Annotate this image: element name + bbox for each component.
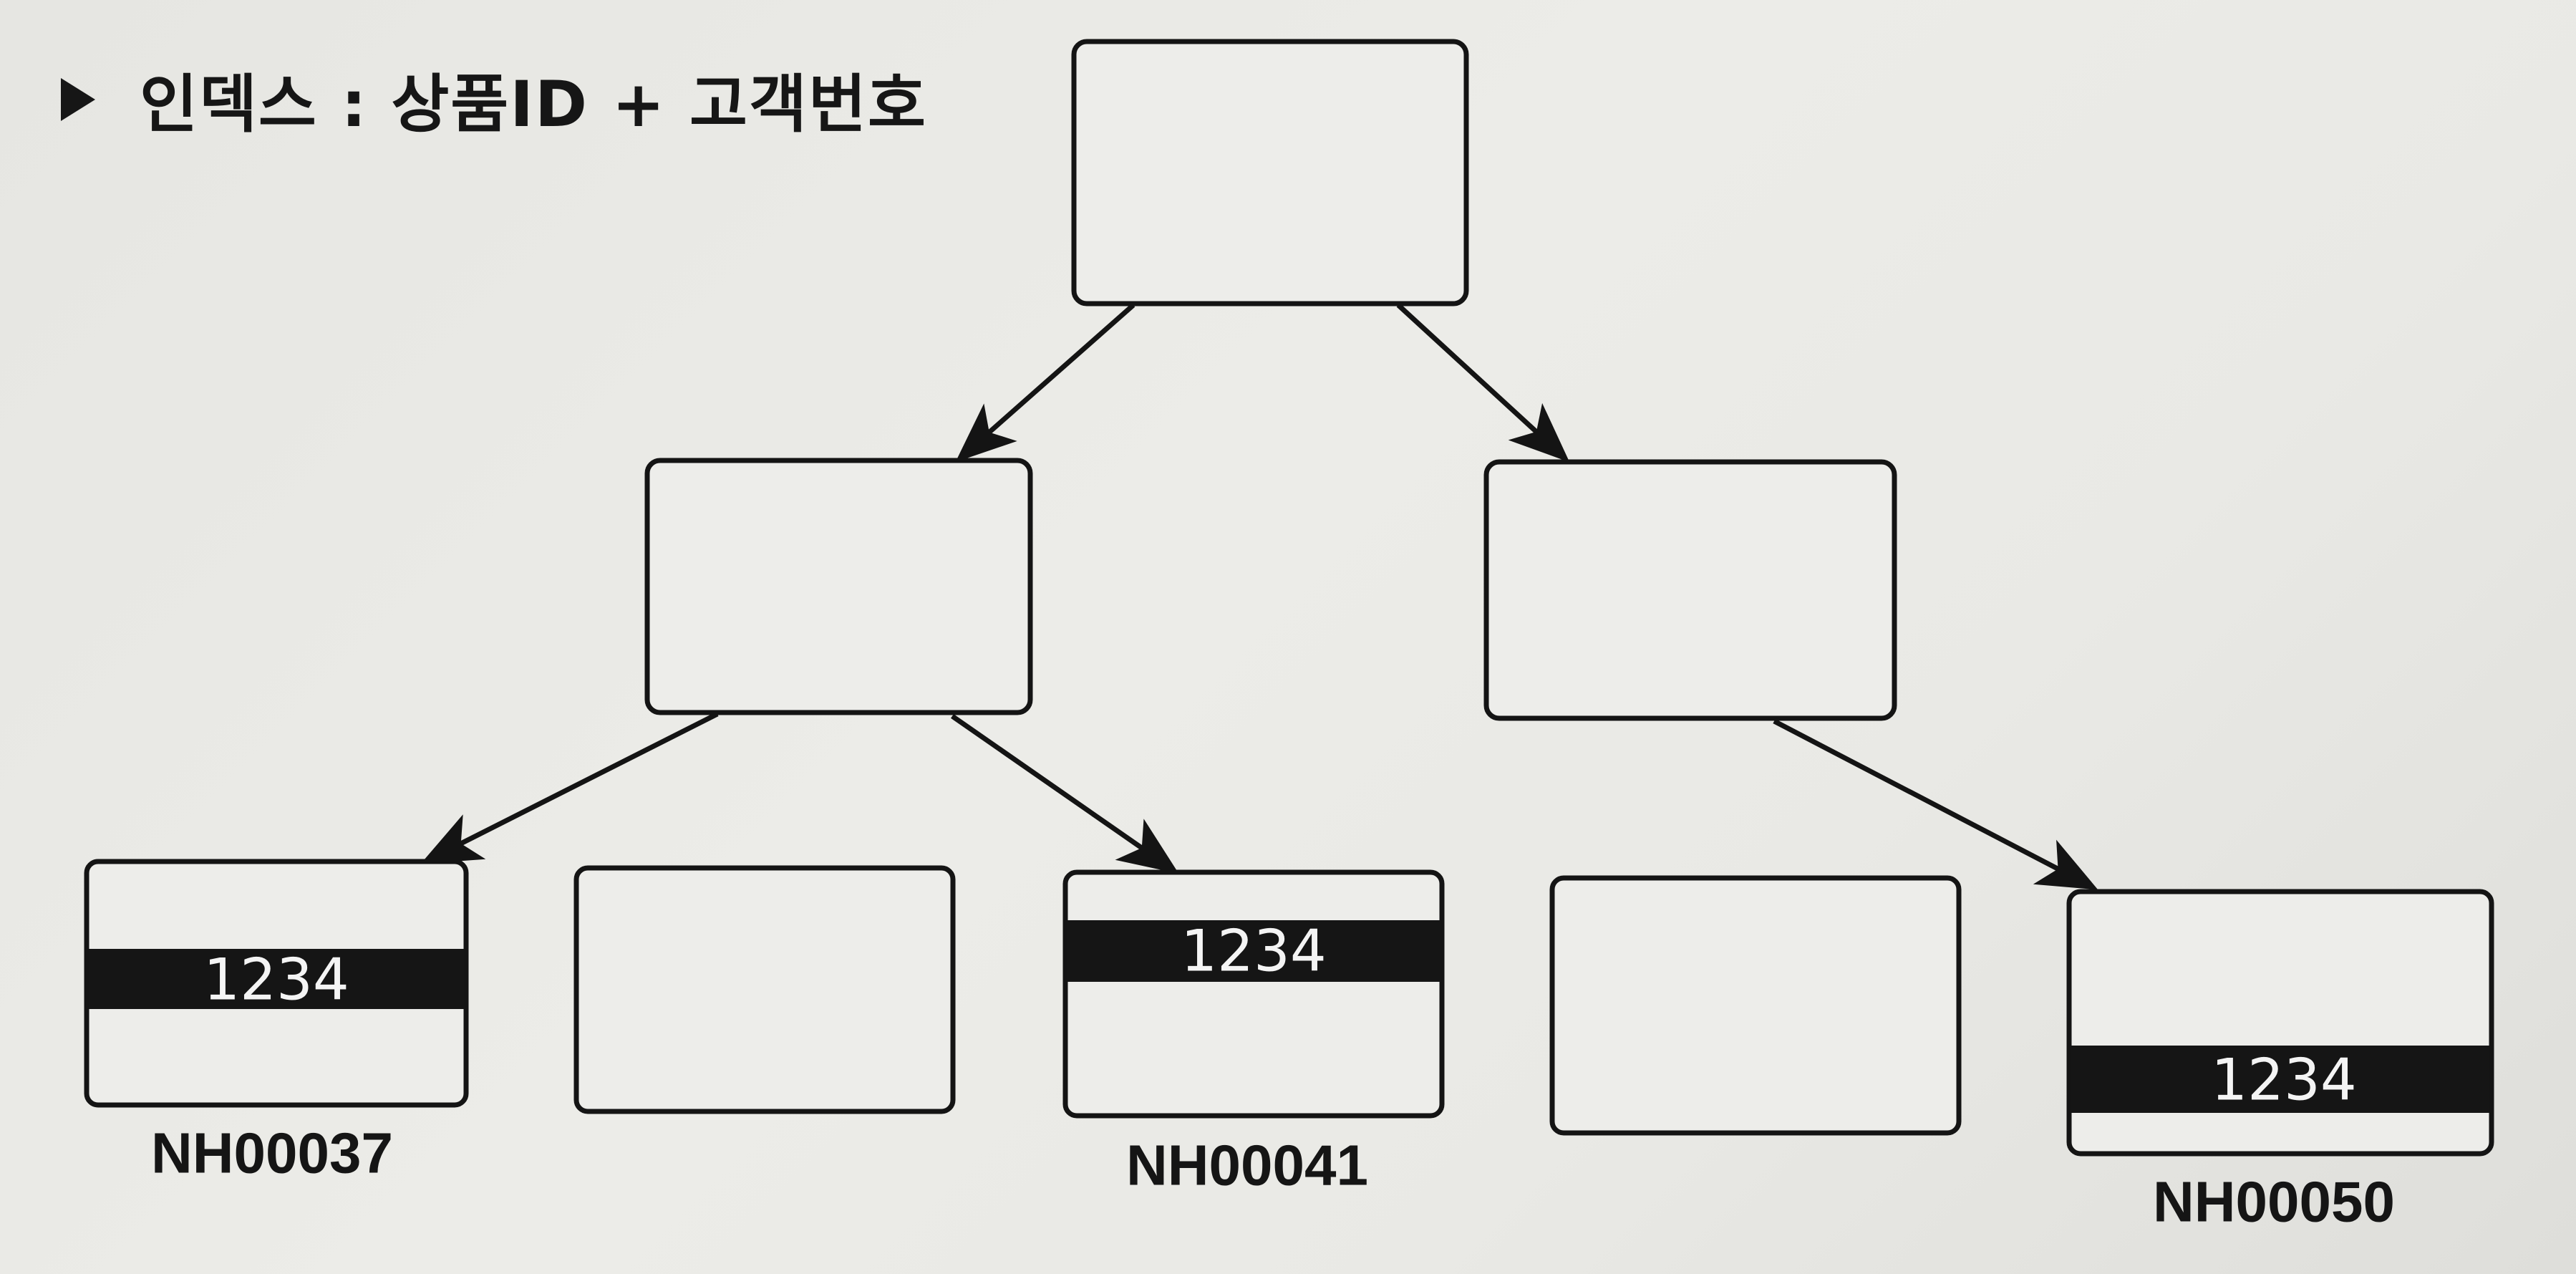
branch-node-right <box>1483 459 1897 721</box>
leaf-node-3-band <box>1067 920 1440 982</box>
heading-title: 인덱스 : 상품ID + 고객번호 <box>140 67 927 141</box>
heading: 인덱스 : 상품ID + 고객번호 <box>61 54 927 145</box>
leaf-node-3-label: NH00041 <box>1126 1134 1368 1197</box>
leaf-node-5-band <box>2071 1046 2489 1113</box>
leaf-node-5-band-text: 1234 <box>2211 1047 2357 1114</box>
root-node <box>1071 39 1469 307</box>
edge-branch-left-to-leaf-1 <box>420 711 719 864</box>
bullet-triangle-icon <box>61 77 95 121</box>
leaf-node-5-label: NH00050 <box>2153 1170 2395 1234</box>
edge-branch-right-to-leaf-5 <box>1773 718 2098 890</box>
leaf-node-2 <box>573 865 956 1114</box>
leaf-node-4 <box>1549 875 1962 1136</box>
branch-node-left <box>644 458 1033 715</box>
edge-root-to-branch-left <box>955 303 1136 463</box>
leaf-node-1-band <box>89 949 464 1009</box>
leaf-node-1-label: NH00037 <box>151 1121 393 1185</box>
leaf-node-3 <box>1062 869 1445 1119</box>
edge-root-to-branch-right <box>1396 303 1570 463</box>
leaf-node-3-band-text: 1234 <box>1181 918 1327 985</box>
leaf-node-1-band-text: 1234 <box>203 947 349 1013</box>
edge-branch-left-to-leaf-3 <box>951 714 1179 874</box>
leaf-node-5 <box>2066 889 2494 1157</box>
